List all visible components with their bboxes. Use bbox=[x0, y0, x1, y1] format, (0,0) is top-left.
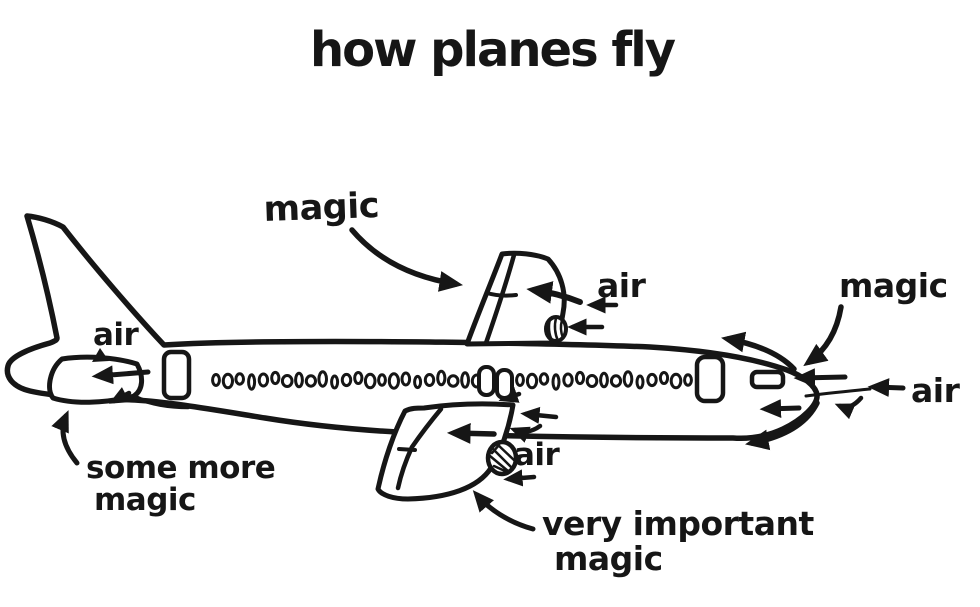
window bbox=[317, 370, 329, 388]
stabilizer-trailing-arrow bbox=[108, 387, 132, 404]
some-more-magic-arrow bbox=[51, 410, 80, 466]
near-engine bbox=[485, 439, 519, 477]
air-arrow-nose-bent bbox=[834, 395, 864, 420]
air-small-arrow-wing-root-1 bbox=[520, 406, 559, 424]
window bbox=[538, 372, 550, 386]
windows-rear bbox=[211, 369, 483, 391]
label-nose-air: air bbox=[911, 371, 961, 410]
near-engine-hatching bbox=[488, 442, 517, 473]
window bbox=[353, 371, 364, 385]
cockpit-window bbox=[749, 369, 786, 390]
window bbox=[257, 372, 270, 388]
air-arrow-nose-long bbox=[867, 378, 906, 397]
air-arrow-into-stabilizer bbox=[91, 365, 151, 385]
window bbox=[460, 371, 471, 389]
annotation-arrows bbox=[51, 227, 906, 532]
airflow-deflect-bottom bbox=[745, 400, 820, 451]
air-shaft-thin-line bbox=[804, 387, 872, 398]
magic-arrow-top-wing bbox=[349, 227, 464, 292]
window bbox=[363, 372, 377, 390]
window bbox=[387, 372, 400, 390]
air-small-arrow-near-engine bbox=[503, 469, 537, 487]
label-top-wing-air: air bbox=[597, 266, 647, 305]
window bbox=[515, 373, 525, 387]
window bbox=[562, 372, 574, 388]
window bbox=[585, 374, 599, 388]
window bbox=[221, 372, 234, 390]
window bbox=[211, 373, 221, 387]
window bbox=[669, 372, 683, 390]
label-tail-magic-line2: magic bbox=[94, 482, 196, 518]
window bbox=[551, 373, 561, 391]
far-engine-hatching bbox=[547, 316, 565, 343]
window bbox=[635, 374, 645, 390]
near-wing-cross-tick bbox=[397, 447, 417, 452]
label-top-wing-magic: magic bbox=[263, 186, 380, 230]
window bbox=[234, 372, 245, 386]
tail-air-arrowhead bbox=[92, 348, 109, 362]
label-bottom-wing-magic-line1: very important bbox=[542, 504, 814, 543]
far-wing-cross-line bbox=[485, 291, 518, 298]
window bbox=[304, 374, 317, 388]
air-arrow-cockpit bbox=[793, 368, 848, 388]
far-wing-flap-line bbox=[483, 252, 517, 346]
horizontal-stabilizer bbox=[47, 348, 191, 410]
labels: how planes fly magic air magic air air s… bbox=[86, 22, 961, 578]
air-small-arrow-wing-root-2 bbox=[509, 423, 543, 443]
overwing-exit-1 bbox=[477, 365, 496, 397]
label-tail-magic-line1: some more bbox=[86, 450, 275, 486]
window bbox=[574, 370, 586, 386]
air-arrow-into-near-wing bbox=[446, 423, 497, 444]
label-nose-magic: magic bbox=[839, 266, 948, 305]
window bbox=[683, 373, 693, 387]
window bbox=[599, 371, 609, 389]
window bbox=[436, 369, 447, 387]
stabilizer-trailing-line bbox=[132, 394, 191, 410]
far-wing bbox=[464, 250, 619, 347]
window bbox=[280, 374, 294, 388]
airplane bbox=[4, 213, 820, 502]
window bbox=[658, 371, 670, 385]
window bbox=[247, 373, 257, 391]
far-engine bbox=[544, 315, 568, 343]
window bbox=[609, 374, 623, 388]
airflow-deflect-top bbox=[721, 331, 797, 372]
airflow-arrow-nose-inner bbox=[759, 399, 802, 418]
windows-front bbox=[515, 370, 693, 391]
window bbox=[340, 372, 353, 388]
window bbox=[400, 371, 412, 387]
window bbox=[377, 373, 387, 387]
label-bottom-wing-magic-line2: magic bbox=[554, 539, 663, 578]
label-bottom-wing-air: air bbox=[514, 437, 561, 473]
window bbox=[270, 370, 281, 386]
window bbox=[423, 373, 436, 387]
aft-door bbox=[161, 349, 192, 401]
label-tail-air: air bbox=[93, 317, 140, 353]
page-title: how planes fly bbox=[310, 22, 676, 78]
overwing-exit-2 bbox=[495, 368, 514, 400]
magic-arrow-nose bbox=[803, 304, 844, 367]
window bbox=[622, 370, 634, 388]
near-wing-outline bbox=[375, 401, 516, 502]
air-arrow-into-far-wing bbox=[526, 281, 583, 305]
window bbox=[413, 374, 423, 390]
doors bbox=[161, 349, 786, 404]
window bbox=[294, 371, 304, 389]
near-wing bbox=[375, 386, 559, 502]
window bbox=[330, 374, 340, 390]
very-important-magic-arrow bbox=[472, 490, 536, 532]
window bbox=[525, 372, 539, 390]
window bbox=[646, 372, 658, 388]
window bbox=[446, 374, 460, 388]
front-door bbox=[694, 354, 726, 404]
